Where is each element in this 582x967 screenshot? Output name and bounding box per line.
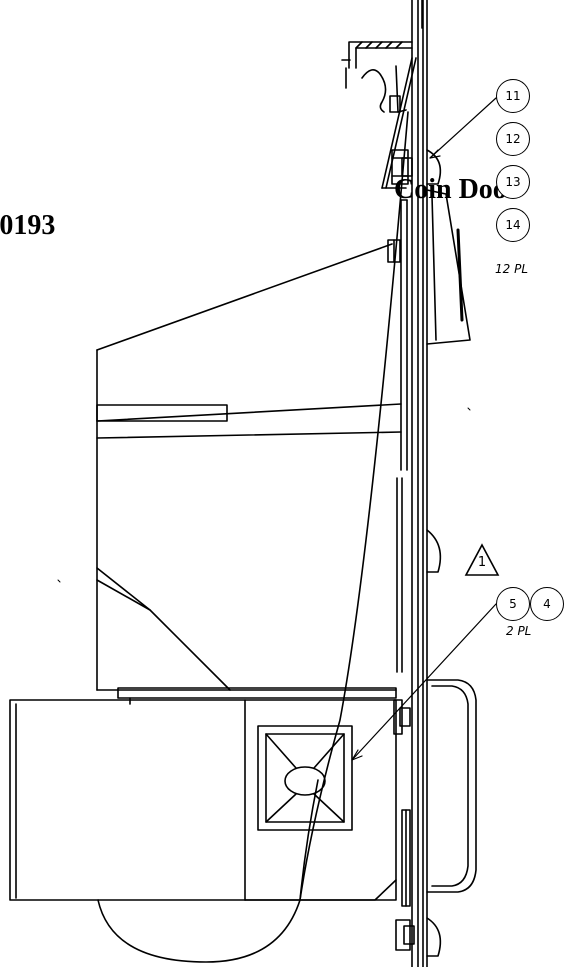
callout-balloon-13[interactable]: 13 (496, 165, 530, 199)
callout-balloon-12[interactable]: 12 (496, 122, 530, 156)
top-bracket (341, 41, 413, 89)
callout-balloon-11[interactable]: 11 (496, 79, 530, 113)
upper-back-plate (381, 57, 417, 189)
callout-balloon-14[interactable]: 14 (496, 208, 530, 242)
stray-marks (57, 407, 471, 583)
callout-balloon-5[interactable]: 5 (496, 587, 530, 621)
callout-balloon-4[interactable]: 4 (530, 587, 564, 621)
callout-quantity-upper: 12 PL (495, 262, 529, 276)
coin-bin (9, 699, 397, 901)
wire (361, 69, 387, 113)
upper-bolt-nut (391, 149, 442, 185)
cabinet-wall (411, 0, 428, 967)
note-flag-triangle[interactable]: 1 (464, 543, 500, 577)
triangle-icon (464, 543, 500, 576)
lock-handle (257, 725, 353, 831)
drawing-title-line-2: -0193 (0, 210, 56, 241)
note-flag-number: 1 (477, 555, 487, 570)
coin-bezel (426, 189, 471, 345)
cable-loop (97, 111, 409, 963)
lower-bolt-nut (393, 529, 442, 957)
coin-box-body (96, 243, 402, 691)
callout-quantity-lower: 2 PL (506, 624, 532, 638)
bin-bracket (117, 687, 397, 705)
coin-mech-plate (401, 679, 477, 907)
vertical-strip (396, 199, 408, 673)
leader-lines (351, 97, 497, 761)
